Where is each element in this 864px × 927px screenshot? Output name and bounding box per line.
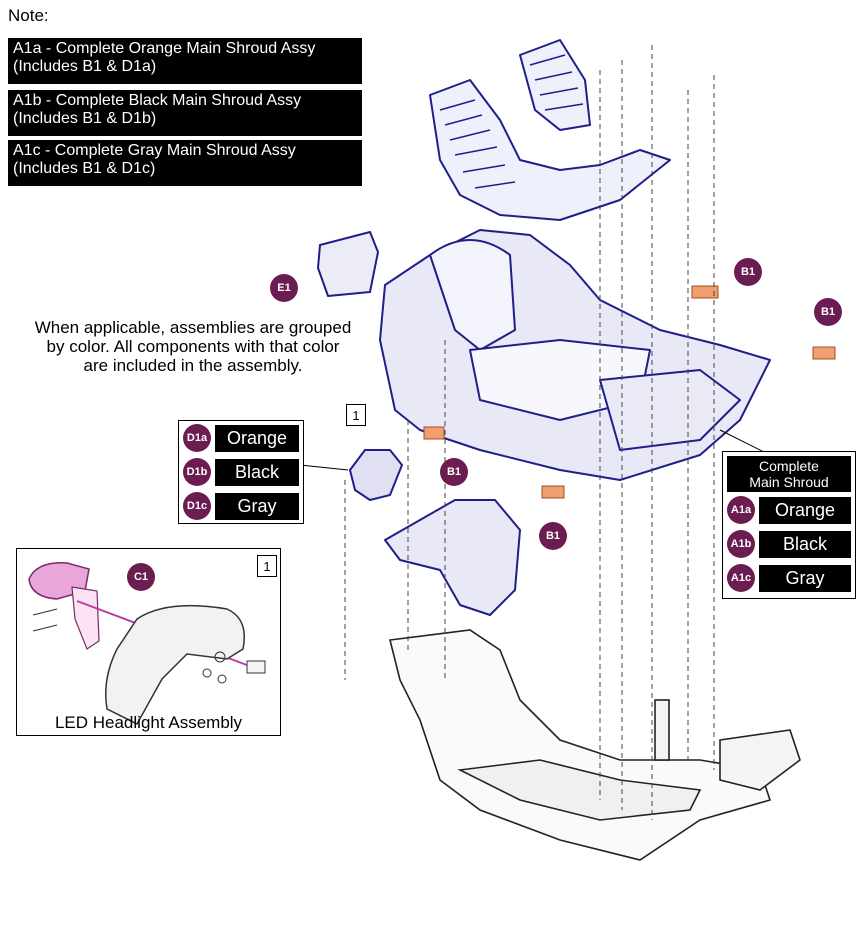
detail-ref-main: 1: [346, 404, 366, 426]
headlight-hardware: [32, 608, 227, 684]
legend-color-name: Gray: [759, 565, 851, 592]
grouping-note-line: When applicable, assemblies are grouped: [34, 318, 352, 337]
legend-badge: A1c: [727, 564, 755, 592]
assembly-note-a1c: A1c - Complete Gray Main Shroud Assy (In…: [8, 140, 362, 186]
headlight-bracket: [71, 586, 100, 650]
assembly-note-line: A1c - Complete Gray Main Shroud Assy: [13, 142, 296, 159]
callout-b1-right: B1: [814, 298, 842, 326]
legend-header: Complete Main Shroud: [727, 456, 851, 492]
headlight-assembly-drawing: [28, 562, 266, 725]
assembly-note-a1b: A1b - Complete Black Main Shroud Assy (I…: [8, 90, 362, 136]
headlight-connector: [246, 660, 266, 674]
assembly-note-line: A1a - Complete Orange Main Shroud Assy: [13, 40, 316, 57]
grouping-note: When applicable, assemblies are grouped …: [8, 318, 378, 375]
grouping-note-line: are included in the assembly.: [83, 356, 303, 375]
legend-color-name: Black: [215, 459, 299, 486]
assembly-note-line: A1b - Complete Black Main Shroud Assy: [13, 92, 302, 109]
floor-mat-ribs: [439, 54, 584, 189]
assembly-note-line: (Includes B1 & D1c): [13, 160, 156, 177]
main-shroud-color-legend: Complete Main Shroud A1a Orange A1b Blac…: [722, 451, 856, 599]
assembly-note-line: (Includes B1 & D1b): [13, 110, 157, 127]
headlight-shroud-color-legend: D1a Orange D1b Black D1c Gray: [178, 420, 304, 524]
legend-badge: D1a: [183, 424, 211, 452]
legend-color-name: Gray: [215, 493, 299, 520]
callout-b1-left: B1: [440, 458, 468, 486]
detail-leader: [299, 464, 349, 471]
headlight-shroud: [349, 449, 403, 501]
note-title: Note:: [8, 6, 49, 25]
legend-header-line: Complete: [759, 458, 819, 474]
legend-header-line: Main Shroud: [749, 474, 829, 490]
legend-color-name: Orange: [215, 425, 299, 452]
main-shroud-rear-deck: [599, 369, 741, 451]
callout-e1: E1: [270, 274, 298, 302]
headlight-housing: [105, 604, 245, 725]
main-shroud-fender-left: [429, 239, 516, 351]
assembly-note-line: (Includes B1 & D1a): [13, 58, 157, 75]
legend-color-name: Black: [759, 531, 851, 558]
callout-c1: C1: [127, 563, 155, 591]
legend-badge: D1b: [183, 458, 211, 486]
front-shroud: [384, 499, 521, 616]
assembly-note-a1a: A1a - Complete Orange Main Shroud Assy (…: [8, 38, 362, 84]
legend-color-name: Orange: [759, 497, 851, 524]
legend-badge: A1b: [727, 530, 755, 558]
grouping-note-line: by color. All components with that color: [46, 337, 340, 356]
rear-panel: [317, 231, 379, 297]
led-headlight-inset: C1 1 LED Headlight Assembly: [16, 548, 281, 736]
a1-leader: [719, 429, 771, 456]
legend-badge: A1a: [727, 496, 755, 524]
inset-caption: LED Headlight Assembly: [54, 713, 243, 732]
leader-lines: [344, 45, 715, 820]
callout-b1-top: B1: [734, 258, 762, 286]
legend-badge: D1c: [183, 492, 211, 520]
floor-mat-right-wing: [519, 39, 591, 131]
detail-ref-inset: 1: [257, 555, 277, 577]
callout-b1-bottom: B1: [539, 522, 567, 550]
b1-strip-parts: [423, 285, 836, 499]
scooter-frame: [389, 629, 801, 861]
